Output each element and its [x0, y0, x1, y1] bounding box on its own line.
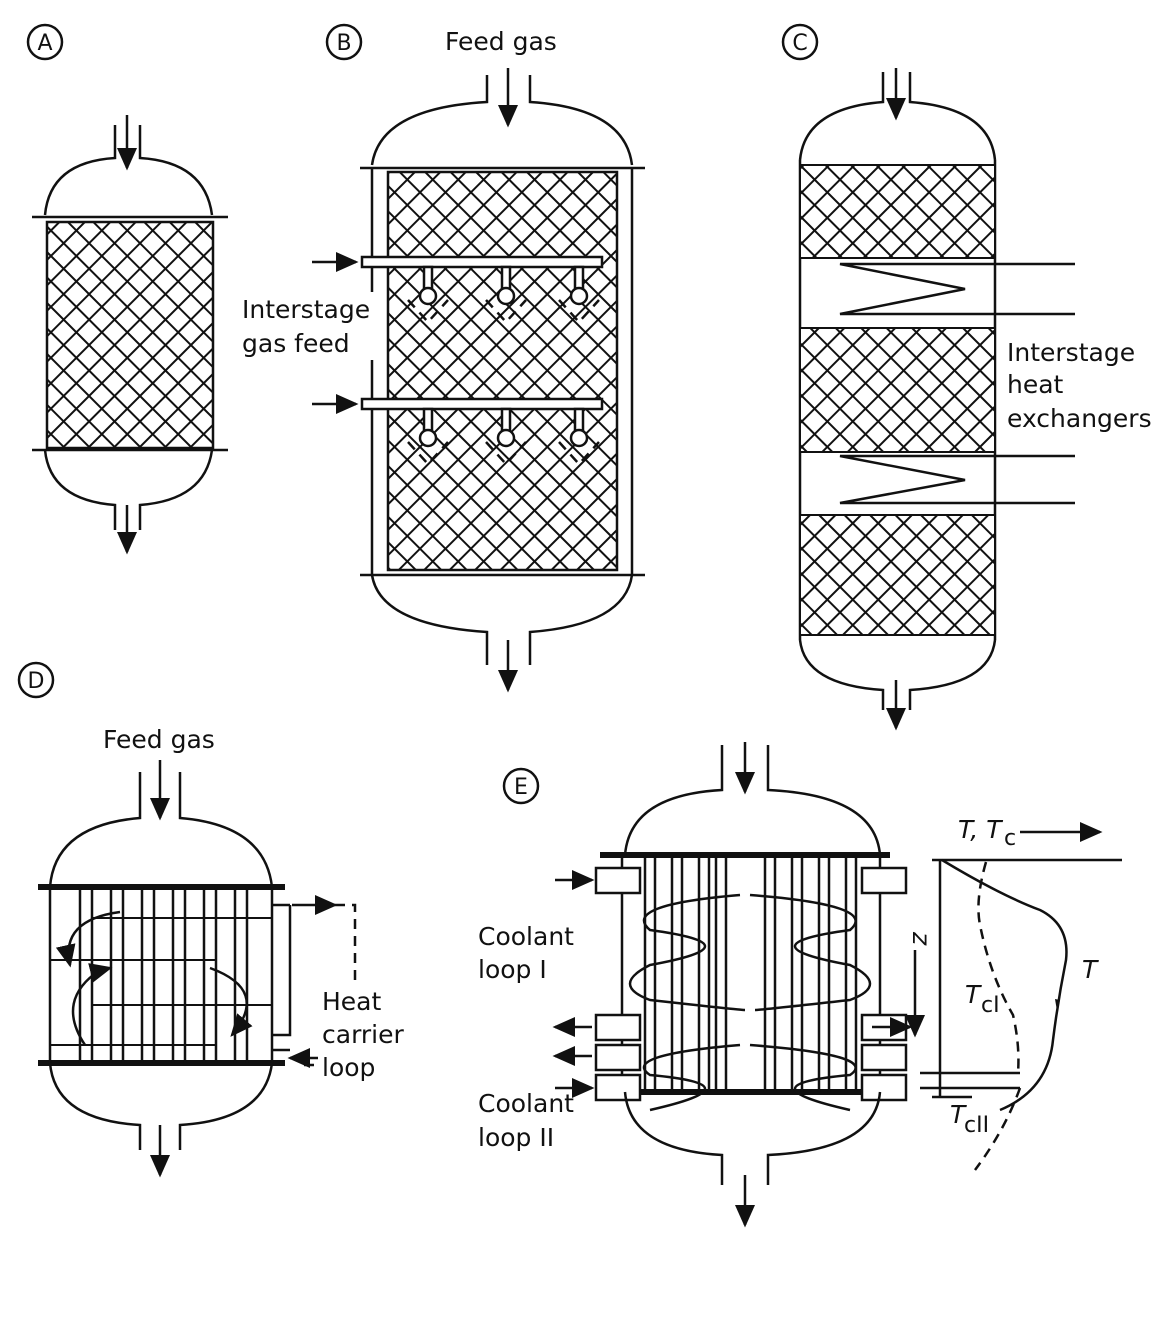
tc2-label: T [950, 1100, 967, 1129]
catalyst-bed-3 [799, 514, 996, 636]
bottom-dome [623, 1091, 882, 1185]
heat-carrier-manifold [272, 903, 292, 1052]
coolant-headers [594, 866, 908, 1102]
panel-a-letter: A [37, 31, 52, 56]
interstage-gas-feed-label-line2: gas feed [242, 329, 350, 358]
interstage-hx-label-line2: heat [1007, 370, 1064, 399]
heat-exchanger-1 [839, 262, 1075, 316]
coolant-loop-2-temperature-curve [973, 1087, 1022, 1171]
panel-a-adiabatic-fixed-bed: A [26, 23, 228, 555]
heat-carrier-label-line1: Heat [322, 987, 381, 1016]
tc1-label: T [965, 980, 982, 1009]
bottom-dome [370, 574, 634, 665]
coolant-loop-1-temperature-curve [977, 861, 1020, 1074]
tubes [643, 855, 858, 1092]
top-dome [798, 72, 997, 161]
panel-b-letter: B [336, 31, 351, 56]
panel-c-interstage-heat-exchange: C Interstage heat exchangers [781, 23, 1152, 731]
top-dome [43, 125, 214, 216]
coolant-loop-2-label-line1: Coolant [478, 1089, 574, 1118]
coolant-loop-2-label-line2: loop II [478, 1123, 554, 1152]
tc1-subscript: cI [981, 993, 1000, 1018]
profile-axis-label: T, T [958, 815, 1003, 844]
temperature-profile: T, T c z T T cI T cII [905, 815, 1122, 1171]
coolant-arrows [552, 870, 913, 1098]
feed-gas-label: Feed gas [445, 27, 557, 56]
coolant-coils [628, 893, 872, 1112]
bottom-dome [798, 639, 997, 710]
interstage-hx-label-line3: exchangers [1007, 404, 1152, 433]
panel-a-badge [26, 23, 64, 61]
heat-carrier-label-line2: carrier [322, 1020, 405, 1049]
interstage-gas-feed-label-line1: Interstage [242, 295, 370, 324]
tc2-subscript: cII [964, 1113, 989, 1138]
heat-carrier-label-line3: loop [322, 1053, 375, 1082]
bottom-dome [43, 449, 214, 530]
coolant-loop-1-label-line1: Coolant [478, 922, 574, 951]
panel-e-letter: E [514, 775, 528, 800]
panel-b-interstage-gas-feed: B Feed gas [238, 23, 645, 693]
top-dome [48, 772, 274, 888]
panel-d-badge [17, 661, 55, 699]
catalyst-bed-2 [799, 327, 996, 453]
interstage-hx-label-line1: Interstage [1007, 338, 1135, 367]
catalyst-bed [45, 220, 215, 450]
flow-arrow [71, 968, 101, 1046]
z-axis-label: z [907, 931, 936, 946]
catalyst-bed [386, 170, 619, 572]
tubes [50, 887, 272, 1063]
top-dome [370, 75, 634, 166]
top-dome [623, 745, 882, 856]
flow-arrow [209, 966, 253, 1037]
heat-exchanger-2 [839, 454, 1075, 505]
panel-b-badge [325, 23, 363, 61]
reactant-temperature-curve [941, 858, 1068, 1112]
panel-e-multitubular-coolant-loops: E Coolant loop I Coo [478, 742, 1122, 1228]
bottom-dome [48, 1062, 274, 1150]
panel-c-letter: C [792, 31, 807, 56]
panel-c-badge [781, 23, 819, 61]
panel-d-letter: D [28, 669, 45, 694]
profile-axis-subscript: c [1004, 826, 1016, 851]
coolant-loop-1-label-line2: loop I [478, 955, 547, 984]
flow-arrow [55, 910, 121, 968]
panel-e-badge [502, 767, 540, 805]
feed-gas-label: Feed gas [103, 725, 215, 754]
interstage-feed-pipe-1 [312, 252, 604, 324]
catalyst-bed-1 [799, 164, 996, 259]
interstage-feed-pipe-2 [312, 394, 604, 466]
flow-arrow [88, 963, 113, 983]
panel-d-multitubular-heat-carrier: D Feed gas Heat carrier loop [17, 661, 418, 1178]
t-curve-label: T [1082, 955, 1099, 984]
